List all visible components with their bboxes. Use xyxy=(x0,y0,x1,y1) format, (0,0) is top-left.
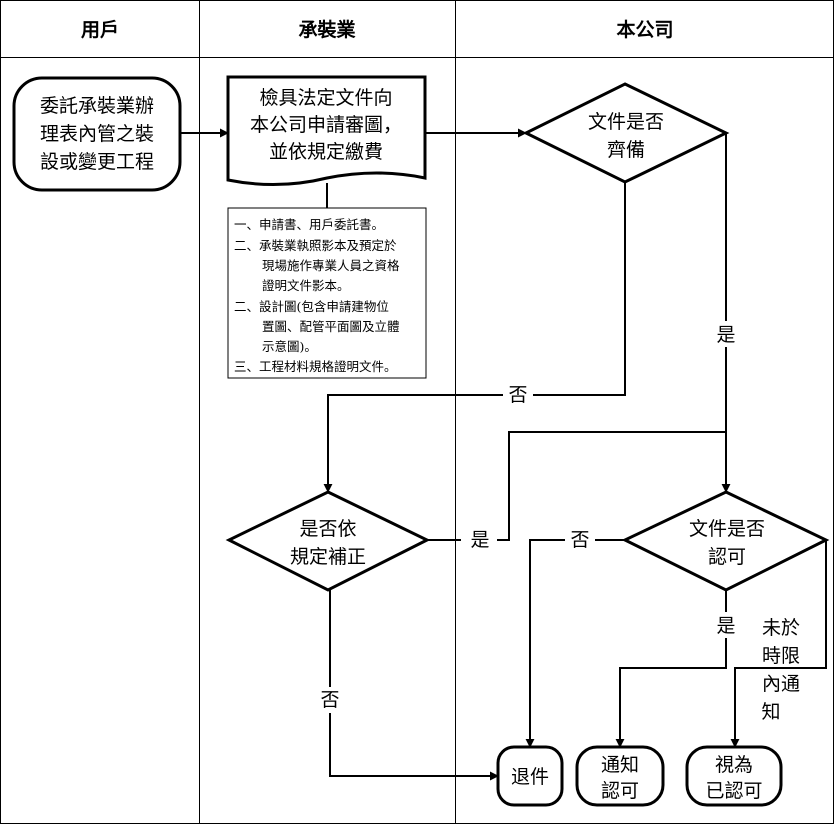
notify-line-1: 通知 xyxy=(601,754,639,776)
terminal-notify-approval xyxy=(575,745,665,807)
docs-approved-line-2: 認可 xyxy=(708,546,746,568)
docs-approved-line-1: 文件是否 xyxy=(689,518,765,540)
arrow-no-complete-to-corrected xyxy=(323,182,626,493)
arrow-timeout-to-deemed xyxy=(730,540,827,748)
terminal-deemed-approved xyxy=(685,745,783,807)
submit-line-3: 並依規定繳費 xyxy=(269,141,383,163)
connectors xyxy=(180,128,827,781)
label-no-approved: 否 xyxy=(570,529,589,551)
note-line-4: 證明文件影本。 xyxy=(262,278,350,293)
label-timeout-3: 內通 xyxy=(762,673,800,695)
arrow-yes-approved-to-notify xyxy=(615,590,727,748)
arrow-no-corrected-to-return xyxy=(329,590,499,781)
docs-complete-line-2: 齊備 xyxy=(607,139,645,161)
label-yes-corrected: 是 xyxy=(470,529,489,551)
note-line-1: 一、申請書、用戶委託書。 xyxy=(234,217,384,232)
start-line-3: 設或變更工程 xyxy=(40,151,154,173)
header-contractor: 承裝業 xyxy=(298,18,356,41)
terminal-return xyxy=(496,745,564,807)
label-yes-complete: 是 xyxy=(716,324,735,346)
decision-docs-approved xyxy=(621,490,830,592)
start-line-1: 委託承裝業辦 xyxy=(40,95,154,117)
label-yes-approved: 是 xyxy=(716,615,735,637)
start-line-2: 理表內管之裝 xyxy=(40,123,154,145)
deemed-line-1: 視為 xyxy=(715,754,753,776)
submit-document-node xyxy=(226,75,427,187)
note-line-2: 二、承裝業執照影本及預定於 xyxy=(234,238,397,253)
note-line-7: 示意圖)。 xyxy=(262,339,317,354)
arrow-no-approved-to-return xyxy=(525,539,625,748)
submit-line-2: 本公司申請審圖， xyxy=(250,114,402,136)
notify-line-2: 認可 xyxy=(601,780,639,802)
required-documents-note xyxy=(227,207,427,379)
label-timeout-4: 知 xyxy=(761,701,780,723)
decision-docs-complete xyxy=(522,82,730,184)
label-no-complete: 否 xyxy=(508,384,527,406)
note-line-8: 三、工程材料規格證明文件。 xyxy=(234,359,397,374)
label-no-corrected: 否 xyxy=(320,689,339,711)
deemed-line-2: 已認可 xyxy=(705,780,762,802)
decision-corrected xyxy=(225,490,431,592)
docs-complete-line-1: 文件是否 xyxy=(588,111,664,133)
note-line-6: 置圖、配管平面圖及立體 xyxy=(262,319,400,334)
corrected-line-2: 規定補正 xyxy=(290,546,366,568)
start-node xyxy=(12,76,182,192)
corrected-line-1: 是否依 xyxy=(299,518,356,540)
return-label: 退件 xyxy=(511,766,549,788)
note-line-3: 現場施作專業人員之資格 xyxy=(262,258,400,273)
label-timeout-2: 時限 xyxy=(762,645,800,667)
header-user: 用戶 xyxy=(81,18,119,41)
submit-line-1: 檢具法定文件向 xyxy=(259,87,392,109)
header-company: 本公司 xyxy=(616,18,673,41)
label-timeout-1: 未於 xyxy=(762,617,800,639)
note-line-5: 二、設計圖(包含申請建物位 xyxy=(234,299,389,314)
